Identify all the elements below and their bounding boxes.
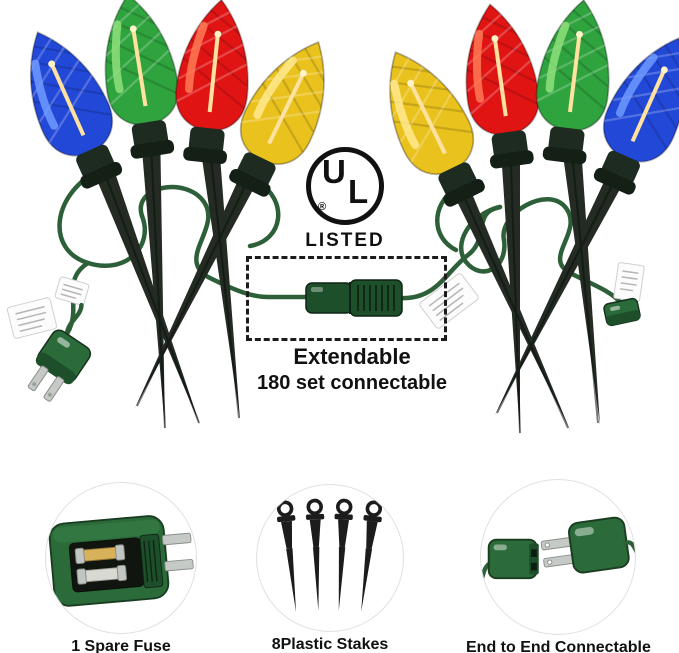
ul-circle: U L ® — [306, 147, 384, 225]
feature-plastic-stakes: 8Plastic Stakes — [256, 484, 404, 653]
c9-bulb-blue — [11, 30, 123, 189]
plastic-stakes-photo — [256, 484, 404, 632]
plug-prong — [164, 558, 194, 572]
power-plug — [27, 302, 92, 402]
ul-listed-label: LISTED — [305, 230, 385, 251]
end-to-end-photo — [480, 479, 637, 635]
end-connector — [603, 297, 641, 327]
c9-bulb-green — [535, 0, 617, 165]
female-connector — [488, 538, 540, 580]
connector-highlight-box — [246, 256, 447, 341]
feature-label-plastic-stakes: 8Plastic Stakes — [271, 636, 389, 653]
c9-bulb-blue — [593, 36, 679, 195]
ground-stakes — [86, 123, 635, 435]
plastic-stake — [334, 498, 353, 611]
callout-line2: 180 set connectable — [256, 372, 448, 394]
fuse-door — [139, 533, 164, 589]
feature-label-end-to-end: End to End Connectable — [466, 639, 651, 653]
registered-trademark-symbol: ® — [318, 201, 327, 213]
paper-tag — [613, 262, 645, 302]
spare-fuse-photo — [45, 482, 197, 634]
ul-letter-u: U — [322, 153, 346, 190]
plastic-stake — [276, 500, 297, 613]
plastic-stake — [305, 498, 325, 611]
c9-bulb-yellow — [370, 48, 485, 207]
male-plug — [541, 516, 636, 574]
c9-bulb-red — [457, 3, 540, 169]
callout-line1: Extendable — [293, 344, 411, 369]
extendable-callout: Extendable 180 set connectable — [242, 343, 462, 397]
c9-bulb-yellow — [229, 38, 344, 197]
ul-letter-l: L — [348, 173, 369, 210]
plastic-stake — [361, 500, 383, 612]
stakes-graphic — [276, 498, 383, 613]
c9-bulb-green — [95, 0, 180, 159]
fuse-compartment-graphic — [48, 515, 194, 607]
end-to-end-graphic — [481, 516, 636, 586]
inline-connector — [305, 279, 403, 317]
paper-tag — [54, 276, 90, 306]
feature-label-spare-fuse: 1 Spare Fuse — [71, 638, 171, 653]
feature-spare-fuse: 1 Spare Fuse — [45, 482, 197, 653]
bulb-layer — [11, 0, 679, 207]
plug-prong — [27, 365, 49, 392]
plug-prong — [162, 532, 192, 546]
ul-certification-logo: U L ® LISTED — [299, 147, 391, 252]
paper-tag — [6, 297, 58, 339]
c9-bulb-red — [175, 0, 255, 165]
feature-end-to-end: End to End Connectable — [466, 479, 651, 653]
plug-prong — [43, 376, 65, 402]
